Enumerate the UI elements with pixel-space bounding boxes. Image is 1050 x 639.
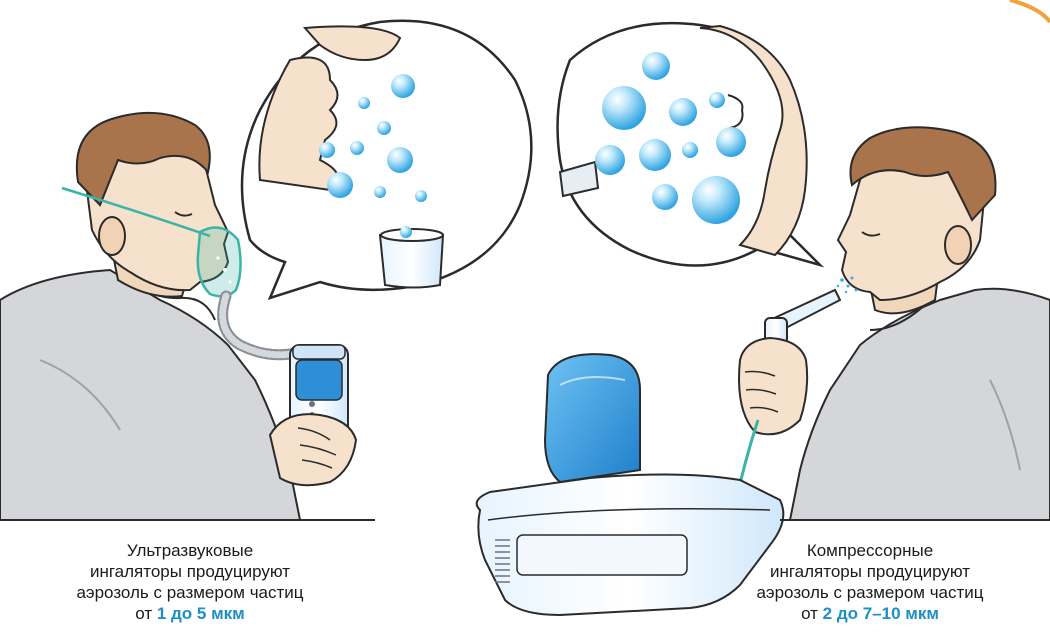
corner-arc-decoration	[1010, 0, 1050, 22]
particle-small	[374, 186, 386, 198]
left-zoom-bubble	[242, 21, 531, 298]
left-person-ear	[99, 217, 125, 255]
ultrasonic-caption-line3: аэрозоль с размером частиц	[20, 582, 360, 603]
particle-large	[709, 92, 725, 108]
left-person-hand	[270, 414, 356, 485]
compressor-caption-line2: ингаляторы продуцируют	[700, 561, 1040, 582]
ultrasonic-caption-line2: ингаляторы продуцируют	[20, 561, 360, 582]
left-corrugated-hose	[223, 296, 300, 355]
particle-large	[639, 139, 671, 171]
compressor-caption-line4: от 2 до 7–10 мкм	[700, 603, 1040, 624]
particle-small	[400, 226, 412, 238]
particle-large	[682, 142, 698, 158]
left-face-mask	[198, 228, 241, 297]
ultrasonic-caption: Ультразвуковые ингаляторы продуцируют аэ…	[20, 540, 360, 624]
particle-small	[391, 74, 415, 98]
particle-large	[652, 184, 678, 210]
right-person-sweater	[790, 289, 1050, 520]
particle-small	[387, 147, 413, 173]
compressor-lid	[545, 354, 640, 482]
particle-large	[716, 127, 746, 157]
compressor-size-prefix: от	[801, 604, 823, 623]
compressor-caption: Компрессорные ингаляторы продуцируют аэр…	[700, 540, 1040, 624]
left-person-sweater	[0, 270, 300, 520]
particle-small	[415, 190, 427, 202]
particle-small	[327, 172, 353, 198]
particle-small	[377, 121, 391, 135]
right-person-hand	[739, 338, 807, 434]
ultrasonic-size-value: 1 до 5 мкм	[157, 604, 245, 623]
particle-small	[319, 142, 335, 158]
right-person-ear	[945, 226, 971, 264]
particle-large	[692, 176, 740, 224]
ultrasonic-caption-line1: Ультразвуковые	[20, 540, 360, 561]
ultrasonic-caption-line4: от 1 до 5 мкм	[20, 603, 360, 624]
particle-small	[358, 97, 370, 109]
compressor-size-value: 2 до 7–10 мкм	[823, 604, 939, 623]
particle-large	[642, 52, 670, 80]
compressor-caption-line1: Компрессорные	[700, 540, 1040, 561]
particle-large	[595, 145, 625, 175]
particle-large	[669, 98, 697, 126]
left-bubble-face-profile	[259, 58, 338, 191]
left-bubble-medicine-cup	[380, 235, 443, 288]
compressor-caption-line3: аэрозоль с размером частиц	[700, 582, 1040, 603]
ultrasonic-size-prefix: от	[135, 604, 157, 623]
particle-large	[602, 86, 646, 130]
particle-small	[350, 141, 364, 155]
